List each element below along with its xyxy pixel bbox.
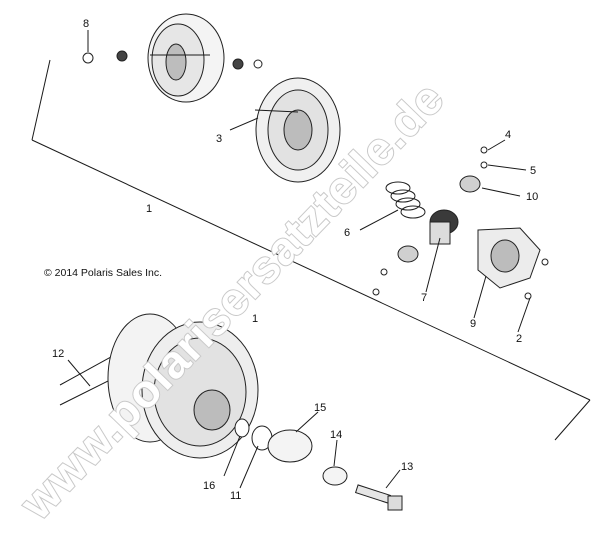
cover-plate bbox=[477, 227, 541, 289]
copyright-notice: © 2014 Polaris Sales Inc. bbox=[44, 267, 162, 279]
callout-label: 2 bbox=[516, 333, 522, 345]
clutch-cover bbox=[147, 13, 225, 103]
callout-label: 15 bbox=[314, 402, 326, 414]
leader-lines bbox=[67, 30, 531, 489]
callout-label: 12 bbox=[52, 348, 64, 360]
callout-label: 1 bbox=[252, 313, 258, 325]
collar-and-bushings bbox=[397, 175, 481, 263]
clutch-spring bbox=[385, 181, 426, 219]
callout-label: 11 bbox=[230, 490, 241, 502]
callout-label: 10 bbox=[526, 191, 538, 203]
driven-clutch bbox=[59, 313, 259, 459]
callout-label: 8 bbox=[83, 18, 89, 30]
callout-label: 9 bbox=[470, 318, 476, 330]
callout-label: 3 bbox=[216, 133, 222, 145]
assembly-bracket bbox=[31, 59, 591, 441]
callout-label: 14 bbox=[330, 429, 342, 441]
callout-label: 16 bbox=[203, 480, 215, 492]
callout-label: 6 bbox=[344, 227, 350, 239]
spider-assembly bbox=[254, 77, 341, 183]
lower-hardware bbox=[234, 418, 403, 511]
watermark-text: www.polarisersatzteile.de bbox=[9, 71, 454, 529]
callout-label: 1 bbox=[146, 203, 152, 215]
fasteners-small bbox=[82, 50, 549, 300]
callout-labels: 1 1 2 3 4 5 6 7 8 9 10 11 12 13 14 15 16 bbox=[52, 18, 538, 502]
callout-label: 4 bbox=[505, 129, 511, 141]
callout-label: 13 bbox=[401, 461, 413, 473]
callout-label: 5 bbox=[530, 165, 536, 177]
callout-label: 7 bbox=[421, 292, 427, 304]
